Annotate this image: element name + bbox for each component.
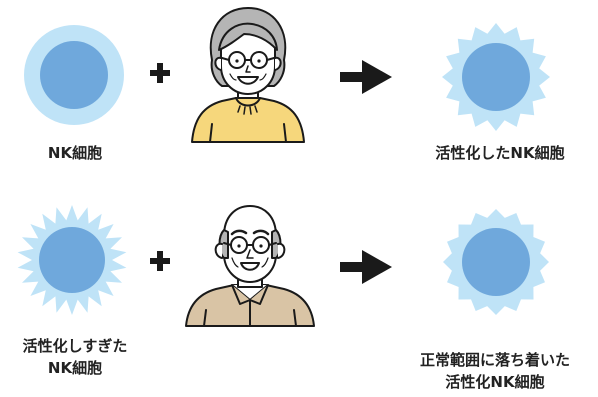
elderly-woman-illustration — [191, 7, 305, 143]
activated-nk-cell-label: 活性化したNK細胞 — [435, 144, 565, 162]
arrow-right-icon — [340, 60, 392, 94]
arrow-right-icon-2 — [340, 250, 392, 284]
normalized-nk-cell-label-line1: 正常範囲に落ち着いた — [419, 351, 570, 369]
normalized-activated-nk-cell — [443, 209, 549, 315]
resting-nk-cell — [24, 25, 124, 125]
over-activated-nk-cell-label-line2: NK細胞 — [47, 359, 103, 377]
over-activated-nk-cell-label-line1: 活性化しすぎた — [22, 337, 128, 355]
plus-sign — [150, 63, 170, 83]
over-activated-nk-cell — [17, 205, 127, 315]
plus-sign-2 — [150, 251, 170, 271]
resting-nk-cell-label: NK細胞 — [47, 144, 103, 162]
elderly-man-illustration — [185, 205, 315, 327]
normalized-nk-cell-label-line2: 活性化NK細胞 — [445, 373, 545, 391]
activated-nk-cell — [442, 23, 550, 131]
